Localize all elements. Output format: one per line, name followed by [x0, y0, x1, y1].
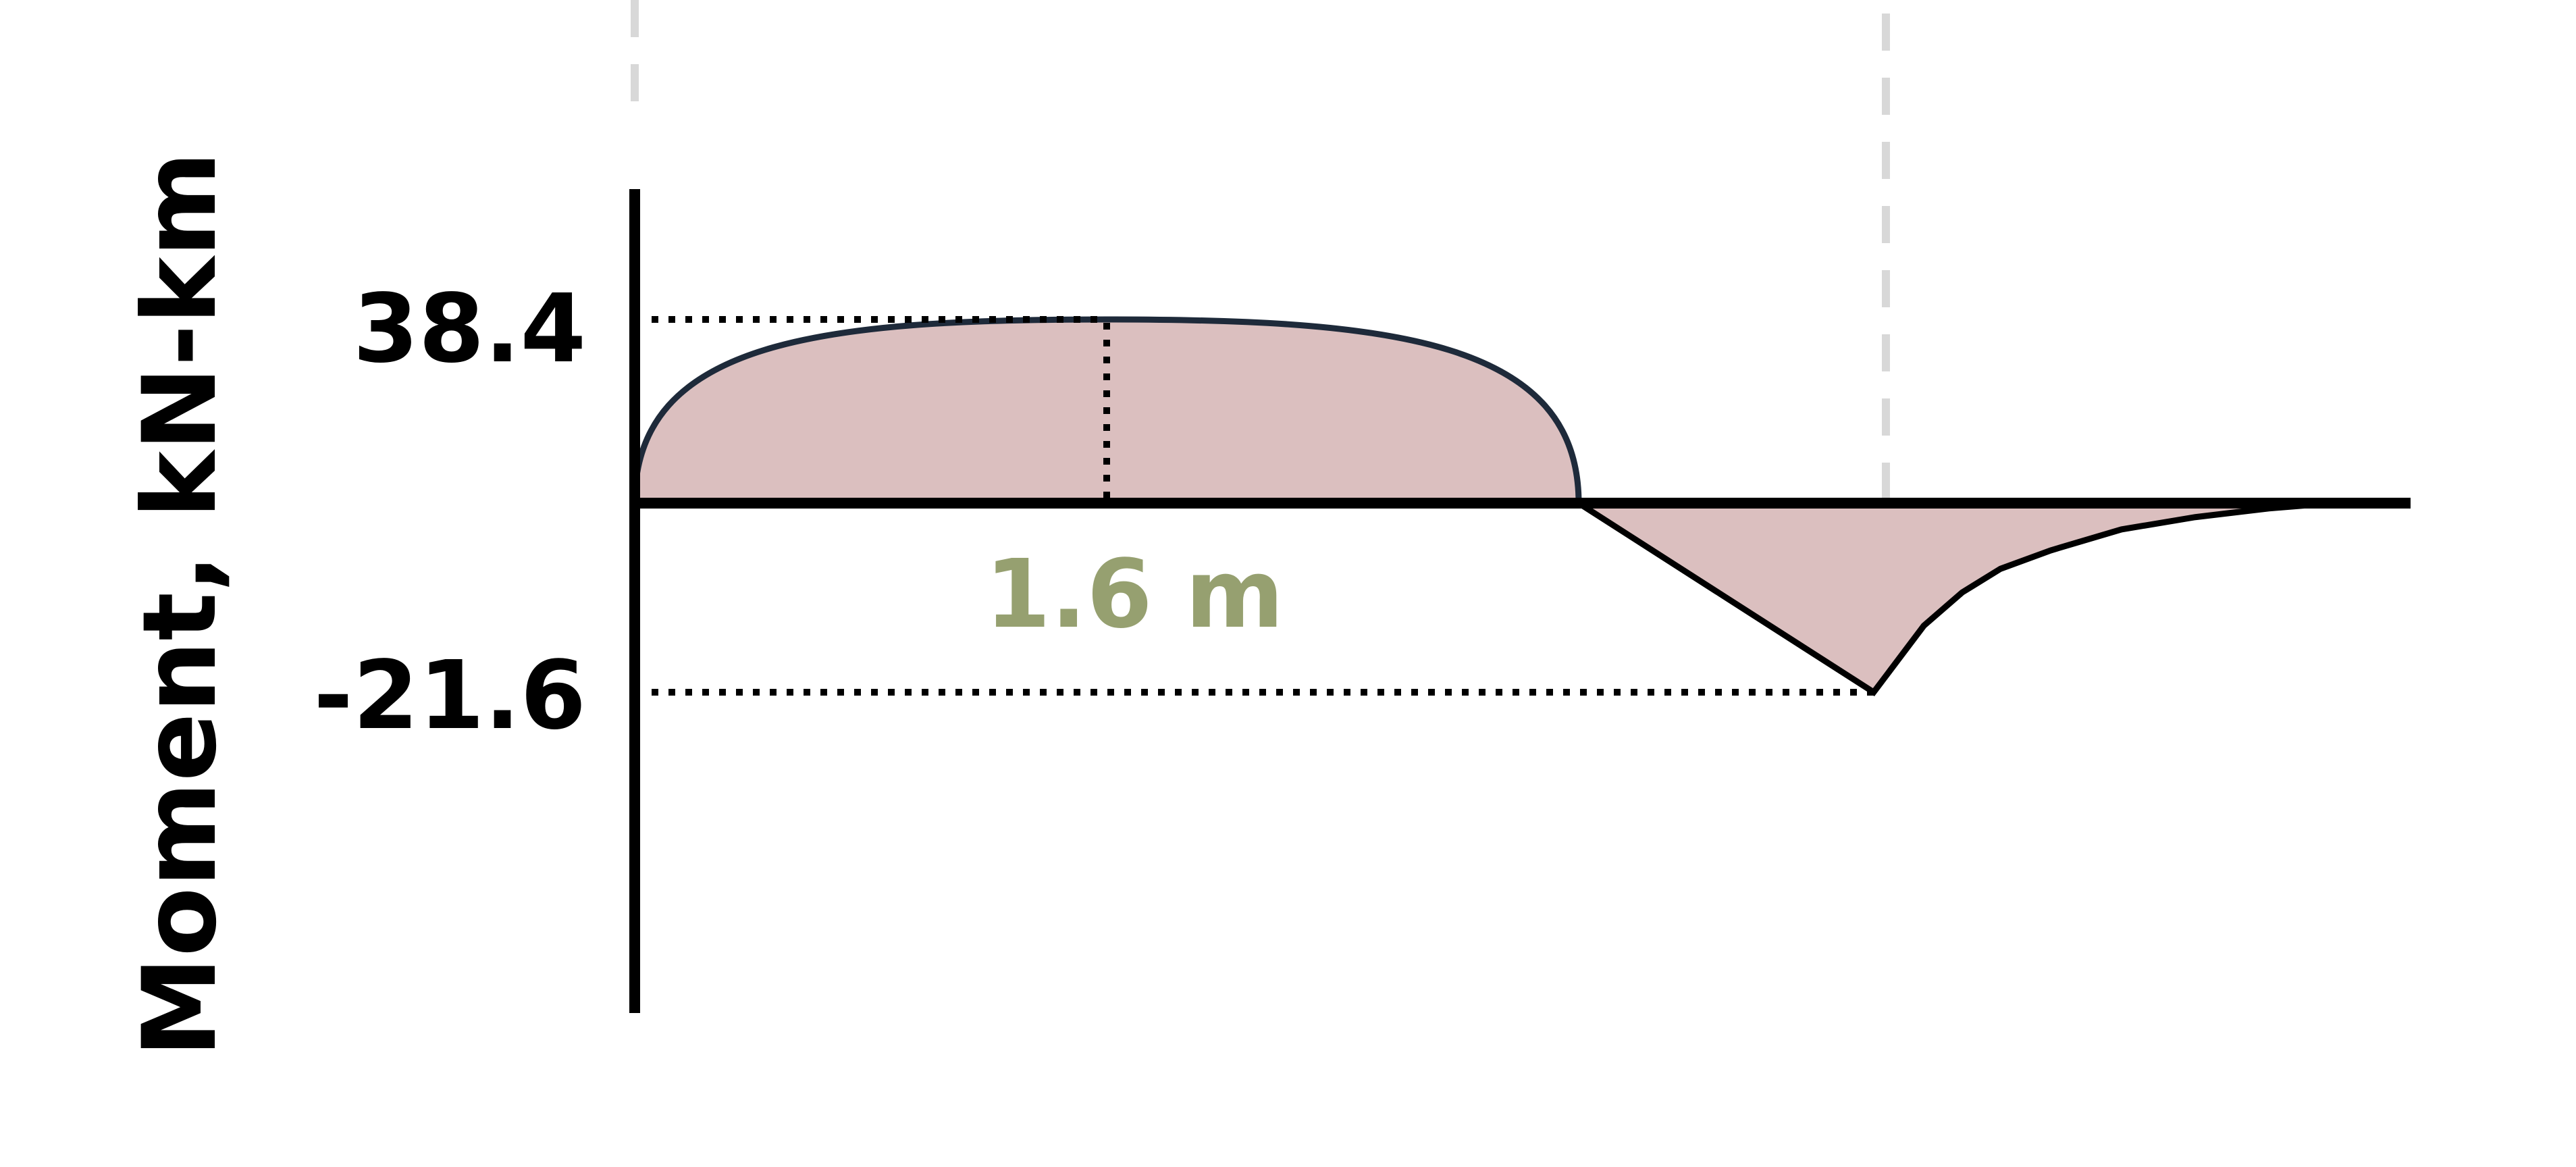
- max-position-label: 1.6 m: [985, 540, 1284, 650]
- y-axis-title: Moment, kN-km: [122, 151, 239, 1058]
- negative-moment-area: [1568, 500, 2334, 697]
- max-moment-label: 38.4: [353, 274, 586, 384]
- min-moment-label: -21.6: [313, 641, 586, 751]
